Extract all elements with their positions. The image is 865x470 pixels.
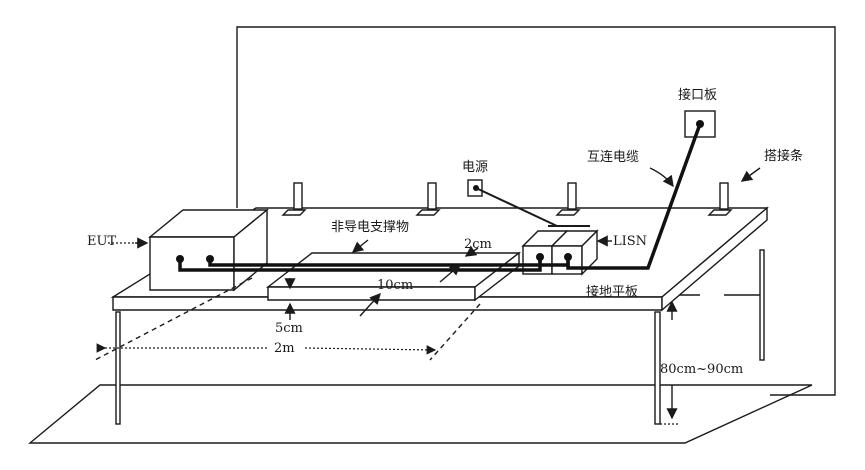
- label-ground-plane: 接地平板: [586, 285, 639, 300]
- label-interconnect-cable: 互连电缆: [587, 150, 640, 165]
- floor-plane: [28, 384, 813, 444]
- back-wall: [236, 26, 836, 396]
- dimension-lines: [94, 167, 761, 425]
- label-power: 电源: [462, 160, 489, 175]
- bonding-straps: [281, 182, 733, 216]
- label-table-height: 80cm~90cm: [660, 362, 744, 377]
- label-2cm: 2cm: [464, 237, 492, 252]
- label-lisn: LISN: [613, 234, 648, 249]
- label-5cm: 5cm: [275, 321, 303, 336]
- eut-box: [148, 208, 269, 292]
- label-2m: 2m: [274, 341, 295, 356]
- cables: [176, 122, 702, 272]
- label-eut: EUT: [87, 234, 117, 249]
- label-interface-board: 接口板: [678, 88, 718, 103]
- label-10cm: 10cm: [377, 278, 414, 293]
- label-non-conductive-support: 非导电支撑物: [331, 220, 410, 235]
- table-legs: [115, 249, 765, 425]
- label-bonding-strap: 搭接条: [764, 149, 804, 164]
